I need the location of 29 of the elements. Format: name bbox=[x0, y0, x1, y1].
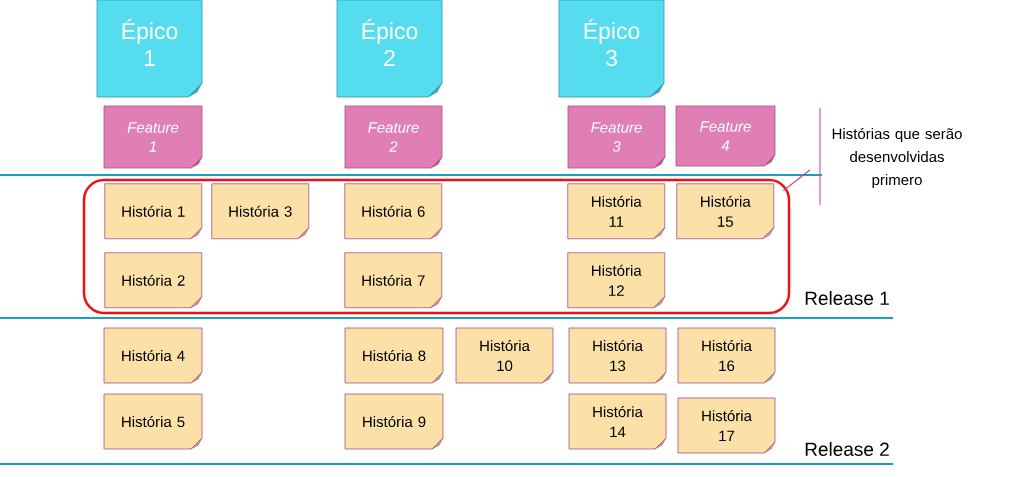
story-sticky-note: História 15 bbox=[676, 183, 775, 240]
feature-sticky-note: Feature 1 bbox=[103, 105, 203, 169]
feature-sticky-note: Feature 2 bbox=[344, 105, 443, 169]
story-sticky-note: História 17 bbox=[677, 397, 776, 454]
rounded-frame bbox=[82, 178, 791, 315]
story-sticky-note: História 6 bbox=[344, 183, 443, 240]
story-sticky-note: História 1 bbox=[104, 183, 203, 240]
story-sticky-note: História 7 bbox=[344, 252, 443, 309]
epic-sticky-note: Épico 2 bbox=[336, 0, 443, 98]
leader-line bbox=[782, 169, 811, 192]
story-sticky-note: História 2 bbox=[104, 252, 203, 309]
release-label: Release 2 bbox=[805, 442, 889, 456]
feature-sticky-note: Feature 4 bbox=[675, 105, 776, 167]
story-sticky-note: História 11 bbox=[567, 183, 666, 240]
story-sticky-note: História 16 bbox=[677, 327, 776, 384]
story-sticky-note: História 3 bbox=[211, 183, 310, 240]
release-label: Release 1 bbox=[805, 291, 889, 305]
story-sticky-note: História 12 bbox=[567, 252, 666, 309]
epic-sticky-note: Épico 3 bbox=[558, 0, 665, 98]
story-sticky-note: História 9 bbox=[344, 393, 444, 450]
story-sticky-note: História 8 bbox=[344, 327, 444, 384]
story-sticky-note: História 14 bbox=[568, 393, 667, 450]
feature-sticky-note: Feature 3 bbox=[567, 105, 666, 169]
callout-text: Histórias que serão desenvolvidas primero bbox=[832, 127, 962, 189]
story-sticky-note: História 13 bbox=[568, 327, 667, 384]
epic-sticky-note: Épico 1 bbox=[96, 0, 203, 98]
story-sticky-note: História 10 bbox=[455, 327, 554, 384]
story-sticky-note: História 4 bbox=[103, 327, 203, 384]
story-sticky-note: História 5 bbox=[103, 393, 203, 450]
